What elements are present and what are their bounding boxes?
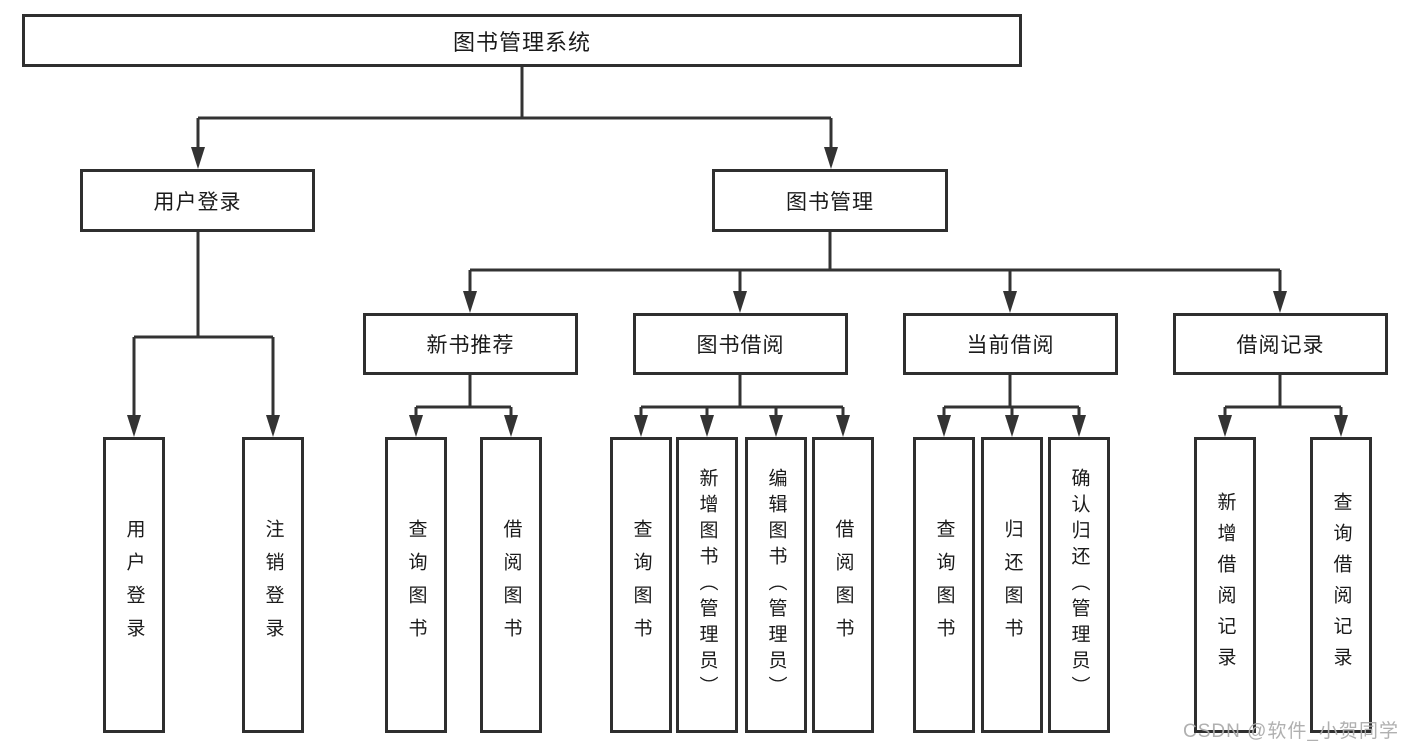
connector-user-login-children [132, 232, 275, 418]
node-label: 图书管理 [786, 190, 874, 214]
node-label: 借阅图书 [500, 519, 522, 651]
node-label: 查询图书 [630, 519, 652, 651]
node-label: 图书借阅 [696, 334, 785, 357]
node-label: 借阅记录 [1236, 334, 1325, 357]
node-leaf-borrow-books-1: 借阅图书 [480, 437, 542, 733]
node-book-borrowing: 图书借阅 [633, 313, 848, 375]
node-leaf-user-login: 用户登录 [103, 437, 165, 733]
node-label: 借阅图书 [832, 519, 854, 651]
node-leaf-query-books-2: 查询图书 [610, 437, 672, 733]
connector-new-book-children [414, 375, 513, 418]
node-label: 用户登录 [153, 190, 242, 214]
node-leaf-confirm-return-admin: 确认归还（管理员） [1048, 437, 1110, 733]
node-label: 确认归还（管理员） [1068, 468, 1090, 702]
node-label: 新增图书（管理员） [696, 468, 718, 702]
csdn-watermark: CSDN @软件_小贺同学 [1183, 721, 1399, 742]
node-label: 当前借阅 [966, 334, 1055, 357]
node-label: 编辑图书（管理员） [765, 468, 787, 702]
node-leaf-return-books: 归还图书 [981, 437, 1043, 733]
node-leaf-borrow-books-2: 借阅图书 [812, 437, 874, 733]
node-borrowing-records: 借阅记录 [1173, 313, 1388, 375]
node-library-management-system: 图书管理系统 [22, 14, 1022, 67]
connector-borrowing-records-children [1223, 375, 1343, 418]
node-new-book-recommendation: 新书推荐 [363, 313, 578, 375]
node-label: 归还图书 [1001, 519, 1023, 651]
node-label: 新增借阅记录 [1214, 492, 1236, 678]
node-leaf-logout: 注销登录 [242, 437, 304, 733]
arrowheads [127, 147, 1348, 437]
node-label: 查询图书 [933, 519, 955, 651]
node-label: 新书推荐 [426, 334, 515, 357]
connector-root-to-level2 [196, 67, 833, 150]
node-user-login: 用户登录 [80, 169, 315, 232]
connector-book-borrowing-children [639, 375, 845, 418]
node-label: 图书管理系统 [452, 29, 591, 55]
node-leaf-edit-books-admin: 编辑图书（管理员） [745, 437, 807, 733]
node-leaf-add-borrow-record: 新增借阅记录 [1194, 437, 1256, 733]
connector-current-borrowing-children [942, 375, 1081, 418]
node-label: 查询图书 [405, 519, 427, 651]
node-leaf-query-borrow-record: 查询借阅记录 [1310, 437, 1372, 733]
node-leaf-query-books-3: 查询图书 [913, 437, 975, 733]
node-label: 用户登录 [123, 519, 145, 651]
node-label: 注销登录 [262, 519, 284, 651]
node-book-management: 图书管理 [712, 169, 948, 232]
node-label: 查询借阅记录 [1330, 492, 1352, 678]
node-leaf-add-books-admin: 新增图书（管理员） [676, 437, 738, 733]
node-leaf-query-books-1: 查询图书 [385, 437, 447, 733]
connector-book-management-children [468, 232, 1282, 294]
node-current-borrowing: 当前借阅 [903, 313, 1118, 375]
